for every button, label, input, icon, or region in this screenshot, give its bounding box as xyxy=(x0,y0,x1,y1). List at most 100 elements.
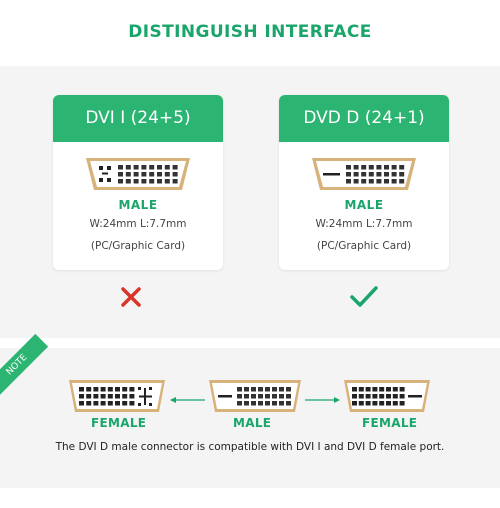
compatibility-caption: The DVI D male connector is compatible w… xyxy=(55,441,445,453)
dvi-d-male-connector-icon xyxy=(312,158,416,190)
connector-pin xyxy=(376,179,382,184)
connector-pin xyxy=(107,394,113,399)
connector-pin xyxy=(93,394,99,399)
card-dvi-d: DVD D (24+1) MALE W:24mm L:7.7mm (PC/Gra… xyxy=(279,95,449,270)
connector-pin xyxy=(286,387,291,392)
connector-pin xyxy=(107,387,113,392)
connector-pin xyxy=(365,394,371,399)
connector-pin xyxy=(368,172,374,177)
connector-pin xyxy=(272,401,277,406)
connector-pin xyxy=(149,179,155,184)
arrow-left-icon xyxy=(170,397,205,403)
connector-pin xyxy=(79,387,84,392)
connector-pin xyxy=(391,172,397,177)
connector-pin xyxy=(399,394,405,399)
connector-pin xyxy=(365,401,371,406)
connector-pin xyxy=(384,165,389,170)
connector-pin xyxy=(125,179,131,184)
connector-pin xyxy=(172,165,178,170)
connector-pin xyxy=(133,179,139,184)
connector-pin xyxy=(379,401,385,406)
card-heading: DVD D (24+1) xyxy=(279,95,449,142)
connector-pin xyxy=(251,387,256,392)
connector-pin xyxy=(399,387,405,392)
connector-pin xyxy=(115,394,120,399)
connector-pin xyxy=(379,394,385,399)
male-label: MALE xyxy=(233,416,272,430)
connector-pin xyxy=(279,394,284,399)
connector-pin xyxy=(129,387,135,392)
connector-pin xyxy=(399,179,405,184)
connector-pin xyxy=(376,172,382,177)
connector-pin xyxy=(172,179,178,184)
connector-pin xyxy=(258,394,263,399)
connector-pin xyxy=(399,165,405,170)
connector-pin xyxy=(391,179,397,184)
connector-pin xyxy=(353,179,359,184)
card-dvi-i: DVI I (24+5) MALE W:24mm L:7.7mm (PC/Gra… xyxy=(53,95,223,270)
connector-pin xyxy=(118,179,123,184)
connector-pin xyxy=(376,165,382,170)
page-title: DISTINGUISH INTERFACE xyxy=(128,22,372,42)
connector-pin xyxy=(372,394,378,399)
connector-pin xyxy=(122,387,128,392)
connector-pin xyxy=(79,394,84,399)
connector-pin xyxy=(384,179,389,184)
connector-pin xyxy=(115,387,120,392)
connector-pin xyxy=(352,401,357,406)
connector-pin xyxy=(93,387,99,392)
connector-pin xyxy=(392,394,398,399)
check-icon xyxy=(350,286,378,307)
connector-pin xyxy=(379,387,385,392)
spec-usage: (PC/Graphic Card) xyxy=(316,240,412,252)
connector-pin xyxy=(386,394,391,399)
connector-pin xyxy=(353,172,359,177)
connector-pin xyxy=(353,165,359,170)
compatibility-panel xyxy=(0,348,500,488)
connector-pin xyxy=(141,172,147,177)
connector-pin xyxy=(86,394,92,399)
connector-pin xyxy=(86,401,92,406)
connector-pin xyxy=(141,179,147,184)
spec-size: W:24mm L:7.7mm xyxy=(89,218,187,230)
connector-pin xyxy=(129,394,135,399)
connector-pin xyxy=(79,401,84,406)
cross-icon xyxy=(121,287,141,307)
connector-pin xyxy=(122,394,128,399)
connector-pin xyxy=(244,387,249,392)
connector-pin xyxy=(386,387,391,392)
connector-pin xyxy=(107,401,113,406)
female-label: FEMALE xyxy=(362,416,418,430)
connector-pin xyxy=(251,401,256,406)
connector-pin xyxy=(384,172,389,177)
connector-pin xyxy=(346,165,351,170)
dvi-i-female-port-icon xyxy=(69,380,165,412)
connector-pin xyxy=(358,394,364,399)
connector-pin xyxy=(286,394,291,399)
connector-pin xyxy=(365,387,371,392)
connector-pin xyxy=(258,401,263,406)
connector-pin xyxy=(392,387,398,392)
female-label: FEMALE xyxy=(91,416,147,430)
dvi-d-female-port-icon xyxy=(344,380,430,412)
connector-pin xyxy=(352,387,357,392)
connector-pin xyxy=(149,172,155,177)
connector-pin xyxy=(372,387,378,392)
connector-pin xyxy=(118,172,123,177)
connector-pin xyxy=(244,401,249,406)
connector-pin xyxy=(399,401,405,406)
connector-pin xyxy=(265,394,270,399)
connector-pin xyxy=(86,387,92,392)
connector-pin xyxy=(258,387,263,392)
connector-pin xyxy=(251,394,256,399)
connector-pin xyxy=(115,401,120,406)
dvi-d-male-connector-icon xyxy=(209,380,301,412)
connector-pin xyxy=(272,394,277,399)
connector-pin xyxy=(286,401,291,406)
connector-pin xyxy=(93,401,99,406)
connector-pin xyxy=(358,387,364,392)
connector-pin xyxy=(272,387,277,392)
connector-pin xyxy=(244,394,249,399)
connector-pin xyxy=(141,165,147,170)
connector-pin xyxy=(279,387,284,392)
